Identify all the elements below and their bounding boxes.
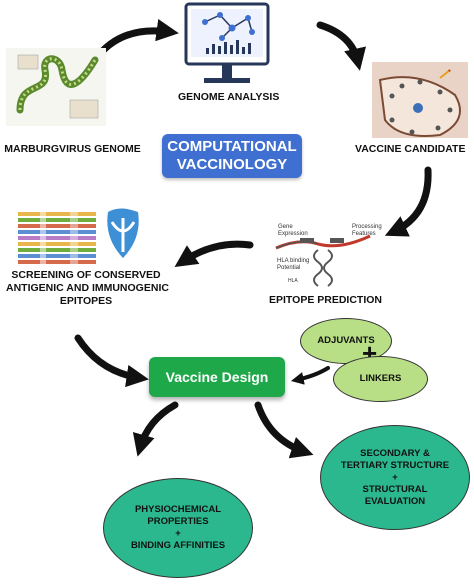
svg-text:●: ● <box>448 68 451 74</box>
arrow-analysis-to-candidate <box>316 21 367 71</box>
arrow-genome-to-analysis <box>91 19 179 64</box>
monitor-icon <box>184 2 270 83</box>
marburg-genome-label: MARBURGVIRUS GENOME <box>4 143 141 155</box>
svg-text:Potential: Potential <box>277 265 300 271</box>
genome-analysis-label: GENOME ANALYSIS <box>178 91 280 103</box>
hla-binding-text: HLA binding <box>277 258 309 264</box>
gene-expression-text: Gene <box>278 224 293 230</box>
screening-label: SCREENING OF CONSERVED ANTIGENIC AND IMM… <box>6 269 169 307</box>
svg-text:Features: Features <box>352 231 376 237</box>
arrow-design-to-physio <box>132 401 179 457</box>
computational-vaccinology-box: COMPUTATIONAL VACCINOLOGY <box>162 134 302 178</box>
epitope-prediction-illustration: Gene Expression Processing Features HLA … <box>275 224 382 287</box>
processing-features-text: Processing <box>352 224 382 230</box>
linkers-ellipse: LINKERS <box>333 356 428 402</box>
arrow-adjuvants-to-design <box>290 366 330 385</box>
vaccine-design-box: Vaccine Design <box>149 357 285 397</box>
marburg-virus-illustration <box>6 48 106 126</box>
arrow-epitope-to-screening <box>174 240 254 267</box>
screening-alignment-illustration <box>18 208 139 264</box>
hla-text: HLA <box>288 278 298 284</box>
structure-ellipse: SECONDARY & TERTIARY STRUCTURE + STRUCTU… <box>320 425 470 530</box>
shield-logo-icon <box>107 208 139 258</box>
epitope-prediction-label: EPITOPE PREDICTION <box>269 294 382 306</box>
arrow-design-to-structure <box>254 401 314 459</box>
vaccine-candidate-label: VACCINE CANDIDATE <box>355 143 466 155</box>
title-line1: COMPUTATIONAL <box>167 138 297 155</box>
title-line2: VACCINOLOGY <box>176 156 288 173</box>
arrow-screening-to-design <box>74 334 149 388</box>
svg-text:Expression: Expression <box>278 231 308 237</box>
vaccine-candidate-illustration: ● <box>372 62 468 138</box>
physiochemical-ellipse: PHYSIOCHEMICAL PROPERTIES + BINDING AFFI… <box>103 478 253 578</box>
arrow-candidate-to-epitope <box>384 166 432 237</box>
